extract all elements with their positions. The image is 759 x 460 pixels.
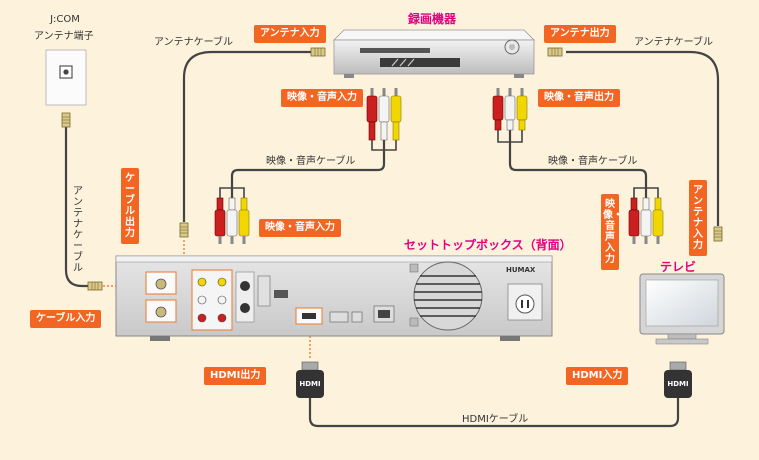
antenna-cable-recorder-tv bbox=[566, 50, 720, 226]
brand-label: HUMAX bbox=[506, 266, 536, 274]
hdmi-output-badge: HDMI出力 bbox=[204, 367, 267, 385]
television-icon bbox=[639, 273, 725, 345]
jcom-terminal-label: アンテナ端子 bbox=[34, 31, 94, 42]
recorder-av-output-badge: 映像・音声出力 bbox=[538, 89, 620, 107]
tv-antenna-input-connector-icon bbox=[713, 226, 723, 242]
antenna-cable-label-left: アンテナケーブル bbox=[154, 37, 233, 48]
av-cable-label-right: 映像・音声ケーブル bbox=[548, 156, 638, 167]
hdmi-plug-text-tv: HDMI bbox=[667, 380, 689, 388]
rca-plugs-recorder-output bbox=[492, 88, 528, 131]
recorder-antenna-output-connector-icon bbox=[547, 47, 563, 57]
recorder-av-input-badge: 映像・音声入力 bbox=[281, 89, 363, 107]
cable-input-badge: ケーブル入力 bbox=[30, 310, 102, 328]
stb-av-input-badge: 映像・音声入力 bbox=[259, 219, 341, 237]
antenna-cable-label-right: アンテナケーブル bbox=[634, 37, 713, 48]
stb-title: セットトップボックス（背面） bbox=[404, 238, 572, 252]
antenna-wall-jack-icon bbox=[45, 49, 87, 106]
recorder-device-icon bbox=[333, 29, 535, 78]
hdmi-plug-stb-icon bbox=[296, 361, 324, 398]
rca-plugs-recorder-input bbox=[366, 88, 402, 141]
antenna-input-badge: アンテナ入力 bbox=[254, 25, 326, 43]
set-top-box-rear-icon bbox=[115, 255, 553, 341]
cables bbox=[64, 50, 720, 428]
antenna-cable-stb-recorder bbox=[182, 50, 312, 222]
rca-plugs-tv bbox=[628, 197, 664, 244]
tv-av-input-badge: 映像・音声入力 bbox=[601, 194, 623, 270]
av-cable-label-left: 映像・音声ケーブル bbox=[266, 156, 356, 167]
antenna-cable-label-vertical: アンテナケーブル bbox=[73, 186, 83, 274]
stb-cable-output-connector-icon bbox=[179, 222, 189, 238]
antenna-cable-wall-stb bbox=[64, 125, 92, 288]
hdmi-input-badge: HDMI入力 bbox=[566, 367, 629, 385]
recorder-antenna-input-connector-icon bbox=[310, 47, 326, 57]
tv-title: テレビ bbox=[660, 260, 697, 274]
rca-plugs-stb bbox=[214, 197, 250, 244]
hdmi-cable bbox=[308, 398, 680, 428]
wall-f-connector-icon bbox=[61, 112, 71, 128]
stb-cable-input-connector-icon bbox=[87, 281, 103, 291]
antenna-output-badge: アンテナ出力 bbox=[544, 25, 616, 43]
jcom-label: J:COM bbox=[50, 14, 80, 25]
av-cable-recorder-tv bbox=[508, 130, 648, 198]
hdmi-cable-label: HDMIケーブル bbox=[462, 414, 529, 425]
tv-antenna-input-badge: アンテナ入力 bbox=[689, 180, 707, 256]
cable-output-badge: ケーブル出力 bbox=[121, 168, 139, 244]
recorder-title: 録画機器 bbox=[408, 12, 457, 26]
hdmi-plug-tv-icon bbox=[664, 361, 692, 398]
av-cable-recorder-stb bbox=[230, 140, 386, 198]
hdmi-plug-text-stb: HDMI bbox=[299, 380, 321, 388]
